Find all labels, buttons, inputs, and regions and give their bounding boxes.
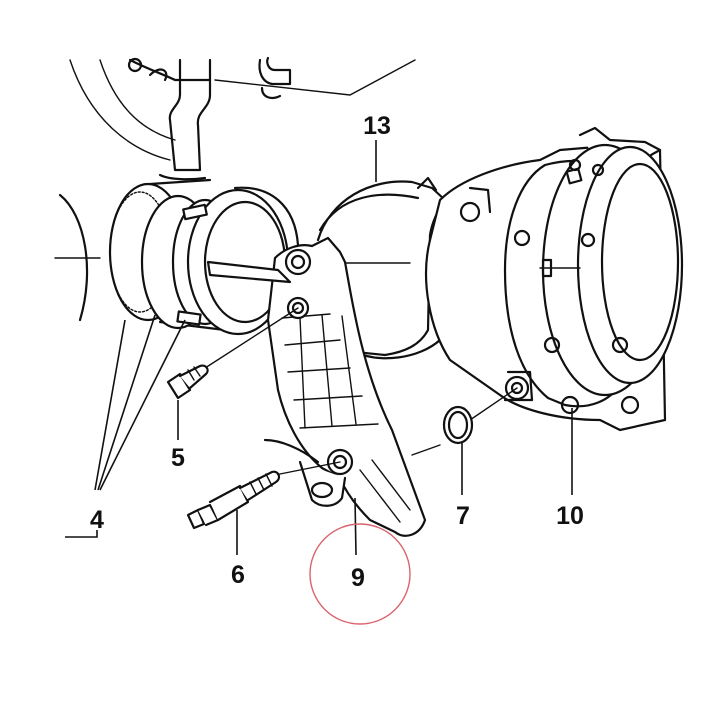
callout-leaders bbox=[65, 140, 573, 556]
callout-6: 6 bbox=[231, 561, 245, 589]
part-4-seal-rings bbox=[108, 178, 300, 336]
engine-block-outline bbox=[69, 56, 416, 181]
housing-left-edge bbox=[54, 193, 101, 322]
highlight-circle-part-9 bbox=[309, 523, 411, 625]
part-5-bolt bbox=[166, 307, 299, 400]
callout-9: 9 bbox=[351, 564, 365, 592]
callout-10: 10 bbox=[556, 502, 584, 530]
callout-7: 7 bbox=[456, 502, 470, 530]
part-10-cylinder bbox=[424, 126, 684, 432]
rail-ribbing bbox=[281, 313, 411, 523]
part-6-stud bbox=[186, 461, 341, 530]
callout-13: 13 bbox=[363, 112, 391, 140]
callout-4: 4 bbox=[90, 506, 104, 534]
callout-5: 5 bbox=[171, 444, 185, 472]
part-7-o-ring bbox=[411, 387, 518, 456]
